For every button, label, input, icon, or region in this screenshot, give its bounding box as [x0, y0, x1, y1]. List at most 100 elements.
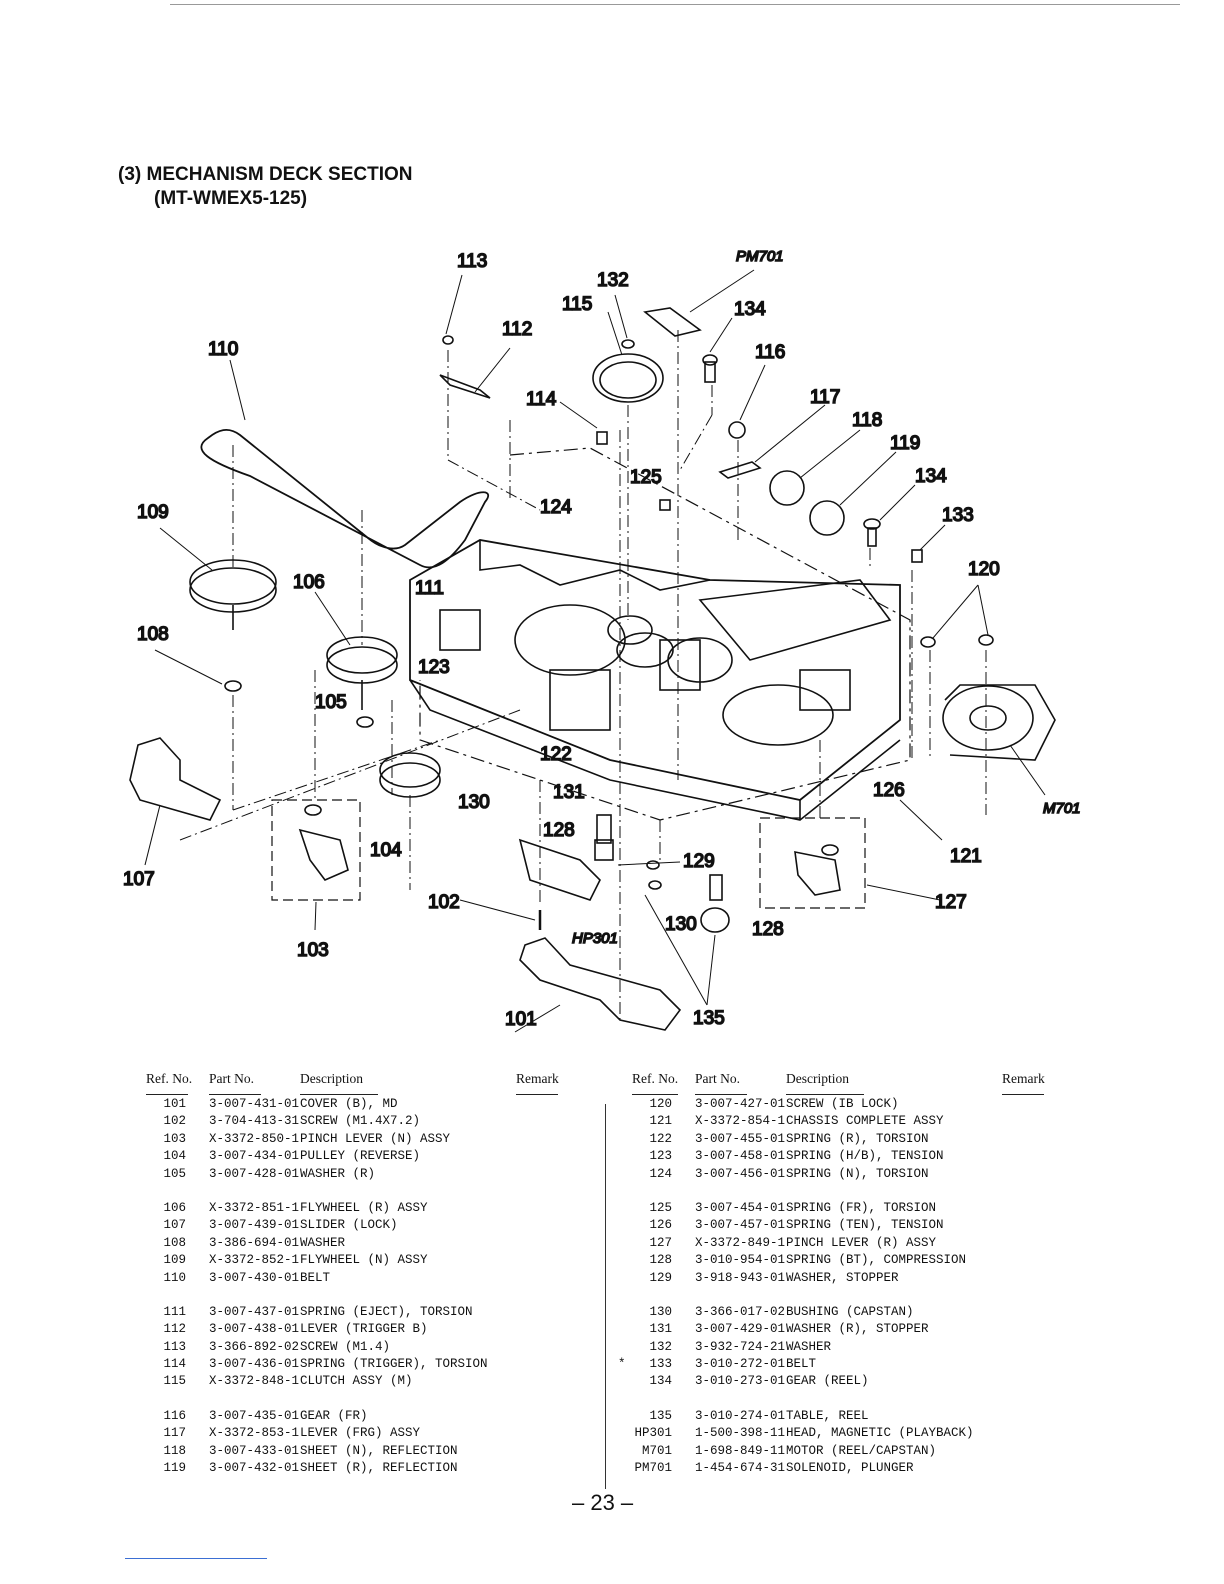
description: FLYWHEEL (R) ASSY — [300, 1200, 428, 1215]
header-ref: Ref. No. — [632, 1071, 679, 1086]
remark-mark: * — [618, 1357, 626, 1372]
part-no: 3-007-455-01 — [695, 1131, 786, 1146]
label-124: 124 — [540, 497, 572, 518]
table-header: Ref. No. Part No. Description Remark — [146, 1068, 562, 1096]
description: SPRING (EJECT), TORSION — [300, 1304, 473, 1319]
ref-no: HP301 — [634, 1426, 672, 1441]
description: PINCH LEVER (N) ASSY — [300, 1131, 451, 1146]
ref-no: 110 — [163, 1270, 186, 1285]
pinch-lever-r-box — [759, 817, 866, 909]
bushing-130 — [700, 907, 730, 933]
part-no: 3-007-456-01 — [695, 1166, 786, 1181]
label-107: 107 — [123, 869, 155, 890]
ref-no: 121 — [649, 1114, 672, 1129]
ref-no: 122 — [649, 1131, 672, 1146]
ref-no: 105 — [163, 1166, 186, 1181]
ref-no: 114 — [163, 1357, 186, 1372]
label-135: 135 — [693, 1008, 725, 1029]
label-115: 115 — [562, 294, 592, 315]
part-no: X-3372-852-1 — [209, 1253, 300, 1268]
assembly-axes — [179, 330, 987, 1020]
header-desc: Description — [300, 1071, 363, 1086]
washer-105 — [356, 716, 374, 728]
part-no: 3-007-454-01 — [695, 1200, 786, 1215]
chassis-outline — [409, 539, 901, 821]
label-123: 123 — [418, 657, 450, 678]
label-114: 114 — [526, 389, 557, 410]
belt-110 — [200, 428, 490, 569]
description: BUSHING (CAPSTAN) — [786, 1304, 914, 1319]
part-no: 3-010-954-01 — [695, 1253, 786, 1268]
description: FLYWHEEL (N) ASSY — [300, 1253, 428, 1268]
ref-no: 128 — [649, 1253, 672, 1268]
label-126: 126 — [873, 780, 905, 801]
pinch-lever-n-box — [271, 799, 361, 901]
label-134b: 134 — [915, 466, 947, 487]
part-no: 3-007-429-01 — [695, 1322, 786, 1337]
description: WASHER (R), STOPPER — [786, 1322, 929, 1337]
description: MOTOR (REEL/CAPSTAN) — [786, 1443, 937, 1458]
description: SHEET (R), REFLECTION — [300, 1461, 458, 1476]
header-part: Part No. — [209, 1071, 254, 1086]
ref-no: 113 — [163, 1339, 186, 1354]
header-ref: Ref. No. — [146, 1071, 193, 1086]
part-no: 3-007-435-01 — [209, 1408, 300, 1423]
header-remark: Remark — [516, 1071, 559, 1086]
description: BELT — [300, 1270, 331, 1285]
description: PULLEY (REVERSE) — [300, 1149, 421, 1164]
exploded-view-diagram: 101 102 103 104 105 106 107 108 109 110 … — [122, 247, 1081, 1033]
ref-no: 109 — [163, 1253, 186, 1268]
label-125: 125 — [630, 467, 662, 488]
description: SCREW (IB LOCK) — [786, 1097, 899, 1111]
description: SHEET (N), REFLECTION — [300, 1443, 458, 1458]
description: SPRING (R), TORSION — [786, 1131, 929, 1146]
section-title: (3) MECHANISM DECK SECTION — [118, 164, 413, 185]
description: SPRING (N), TORSION — [786, 1166, 929, 1181]
part-no: X-3372-850-1 — [209, 1131, 300, 1146]
part-no: 3-010-272-01 — [695, 1357, 786, 1372]
parts-table-right: Ref. No. Part No. Description Remark 120… — [618, 1068, 1048, 1494]
part-no: X-3372-849-1 — [695, 1235, 786, 1250]
part-no: 3-007-458-01 — [695, 1149, 786, 1164]
label-110: 110 — [208, 339, 238, 360]
ref-no: 103 — [163, 1131, 186, 1146]
dashed-guide — [419, 447, 911, 821]
description: SLIDER (LOCK) — [300, 1218, 398, 1233]
label-121: 121 — [950, 846, 982, 867]
ref-no: 104 — [163, 1149, 186, 1164]
part-no: X-3372-853-1 — [209, 1426, 300, 1441]
part-no: 3-704-413-31 — [209, 1114, 300, 1129]
ref-no: 131 — [649, 1322, 672, 1337]
column-divider — [605, 1104, 606, 1489]
label-120: 120 — [968, 559, 1000, 580]
ref-no: 112 — [163, 1322, 186, 1337]
top-rule — [170, 4, 1180, 5]
part-no: 3-386-694-01 — [209, 1235, 300, 1250]
part-no: 3-010-274-01 — [695, 1408, 786, 1423]
ref-no: 102 — [163, 1114, 186, 1129]
part-no: 1-454-674-31 — [695, 1461, 786, 1476]
washer-130 — [648, 880, 662, 890]
part-no: 3-932-724-21 — [695, 1339, 786, 1354]
description: SPRING (FR), TORSION — [786, 1200, 937, 1215]
part-no: 3-366-017-02 — [695, 1304, 786, 1319]
